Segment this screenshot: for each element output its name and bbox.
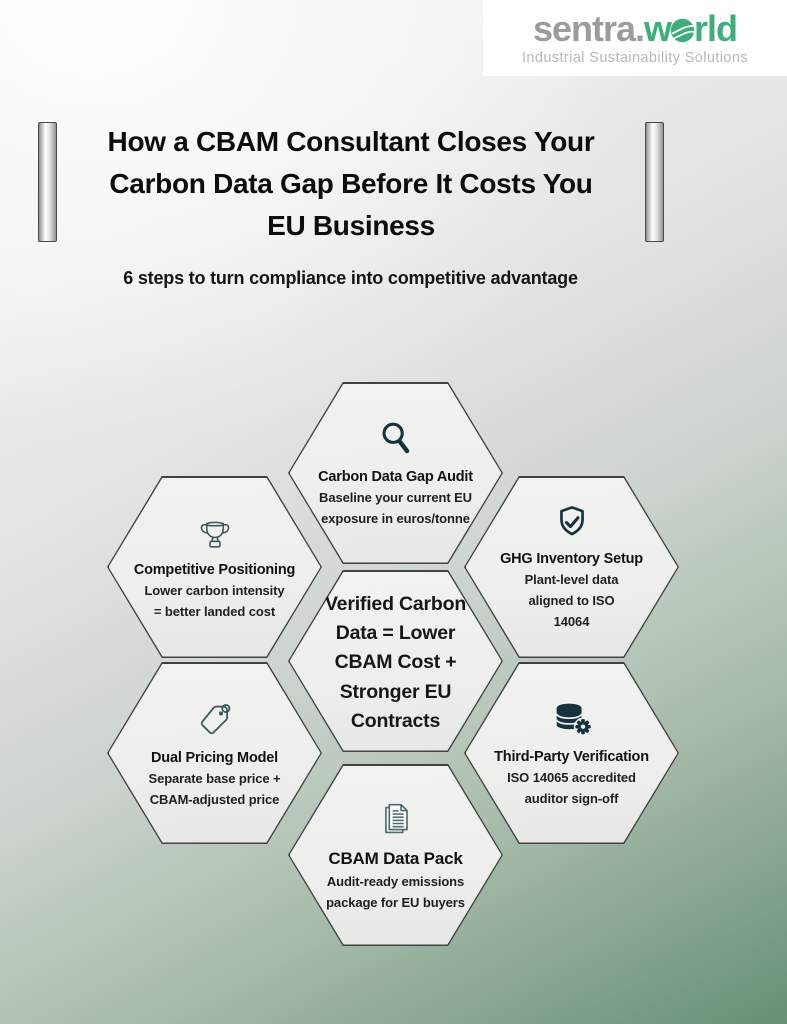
title-accent-bar-left [38,122,57,242]
document-icon [373,797,419,843]
hexagon-body: ISO 14065 accredited auditor sign-off [507,769,636,806]
hexagon-title: CBAM Data Pack [328,848,463,868]
page-subtitle: 6 steps to turn compliance into competit… [123,268,578,288]
hexagon-cbam-data-pack: CBAM Data Pack Audit-ready emissions pac… [288,764,503,946]
hexagon-body: Separate base price + CBAM-adjusted pric… [148,770,281,807]
hexagon-title: Competitive Positioning [133,561,296,578]
center-message: Verified Carbon Data = Lower CBAM Cost +… [324,592,467,732]
page-title-line2: Carbon Data Gap Before It Costs You [109,168,593,199]
hexagon-dual-pricing-model: Dual Pricing Model Separate base price +… [107,662,322,844]
page-title-line1: How a CBAM Consultant Closes Your [107,126,595,157]
hexagon-title: GHG Inventory Setup [500,551,643,568]
title-accent-bar-right [645,122,664,242]
hexagon-body: Lower carbon intensity = better landed c… [144,582,285,619]
price-tag-icon [191,696,239,744]
hexagon-title: Carbon Data Gap Audit [318,468,473,485]
brand-w: w [644,7,672,49]
brand-tagline: Industrial Sustainability Solutions [522,49,748,66]
trophy-icon [193,512,237,556]
hexagon-title: Dual Pricing Model [151,749,278,766]
hexagon-ghg-inventory-setup: GHG Inventory Setup Plant-level data ali… [464,476,679,658]
hexagon-competitive-positioning: Competitive Positioning Lower carbon int… [107,476,322,658]
brand-suffix: rld [694,7,738,49]
hexagon-third-party-verification: Third-Party Verification ISO 14065 accre… [464,662,679,844]
brand-prefix: sentra. [532,7,645,49]
magnifier-icon [373,417,419,463]
globe-icon [670,18,695,43]
hexagon-title: Third-Party Verification [494,748,649,765]
hexagon-body: Plant-level data aligned to ISO 14064 [524,572,619,629]
hexagon-body: Baseline your current EU exposure in eur… [319,489,472,526]
page-title-line3: EU Business [267,210,435,241]
page-title: How a CBAM Consultant Closes Your Carbon… [56,121,646,247]
hexagon-body: Audit-ready emissions package for EU buy… [326,873,465,910]
database-gear-icon [549,697,595,743]
shield-check-icon [550,501,594,545]
hexagon-carbon-data-gap-audit: Carbon Data Gap Audit Baseline your curr… [288,382,503,564]
hexagon-center-message: Verified Carbon Data = Lower CBAM Cost +… [288,570,503,752]
